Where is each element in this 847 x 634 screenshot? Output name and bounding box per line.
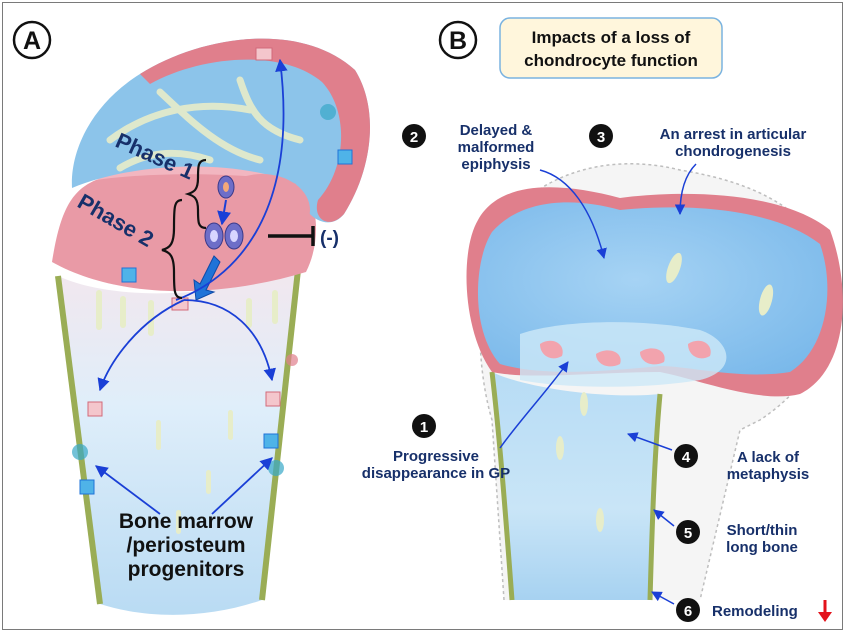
down-arrow-red-icon <box>818 600 832 622</box>
panel-b-shaft <box>492 372 660 600</box>
panel-a-letter: A <box>23 27 41 55</box>
panel-a-progenitors-line-1: Bone marrow <box>119 510 254 533</box>
panel-b-title-line-1: Impacts of a loss of <box>532 28 691 47</box>
impact-3-number: 3 <box>597 129 605 146</box>
panel-b: Impacts of a loss of chondrocyte functio… <box>362 18 843 622</box>
impact-2-line-1: Delayed & <box>460 122 533 139</box>
panel-a-letter-badge: A <box>14 22 50 58</box>
impact-1-number: 1 <box>420 419 428 436</box>
panel-a-progenitors-line-3: progenitors <box>128 558 245 581</box>
panel-b-letter-badge: B <box>440 22 476 58</box>
panel-b-title-box: Impacts of a loss of chondrocyte functio… <box>500 18 722 78</box>
impact-4-line-2: metaphysis <box>727 466 810 483</box>
impact-6-number: 6 <box>684 603 692 620</box>
impact-2-line-2: malformed <box>458 139 535 156</box>
panel-b-title-line-2: chondrocyte function <box>524 51 698 70</box>
impact-5-line-2: long bone <box>726 539 798 556</box>
panel-a-inhibit-label: (-) <box>320 228 339 249</box>
impact-4-number: 4 <box>682 449 691 466</box>
impact-5-number: 5 <box>684 525 692 542</box>
panel-a: (-) Phase 1 Phase 2 Bone marrow /periost… <box>14 22 370 615</box>
impact-2-line-3: epiphysis <box>461 156 530 173</box>
impact-1-line-1: Progressive <box>393 448 479 465</box>
impact-2-number: 2 <box>410 129 418 146</box>
impact-5-line-1: Short/thin <box>727 522 798 539</box>
impact-6-line-1: Remodeling <box>712 603 798 620</box>
panel-a-progenitors-line-2: /periosteum <box>126 534 245 557</box>
impact-3-line-2: chondrogenesis <box>675 143 791 160</box>
impact-4-line-1: A lack of <box>737 449 800 466</box>
impact-1-line-2: disappearance in GP <box>362 465 510 482</box>
impact-3-line-1: An arrest in articular <box>660 126 807 143</box>
panel-b-letter: B <box>449 27 467 55</box>
